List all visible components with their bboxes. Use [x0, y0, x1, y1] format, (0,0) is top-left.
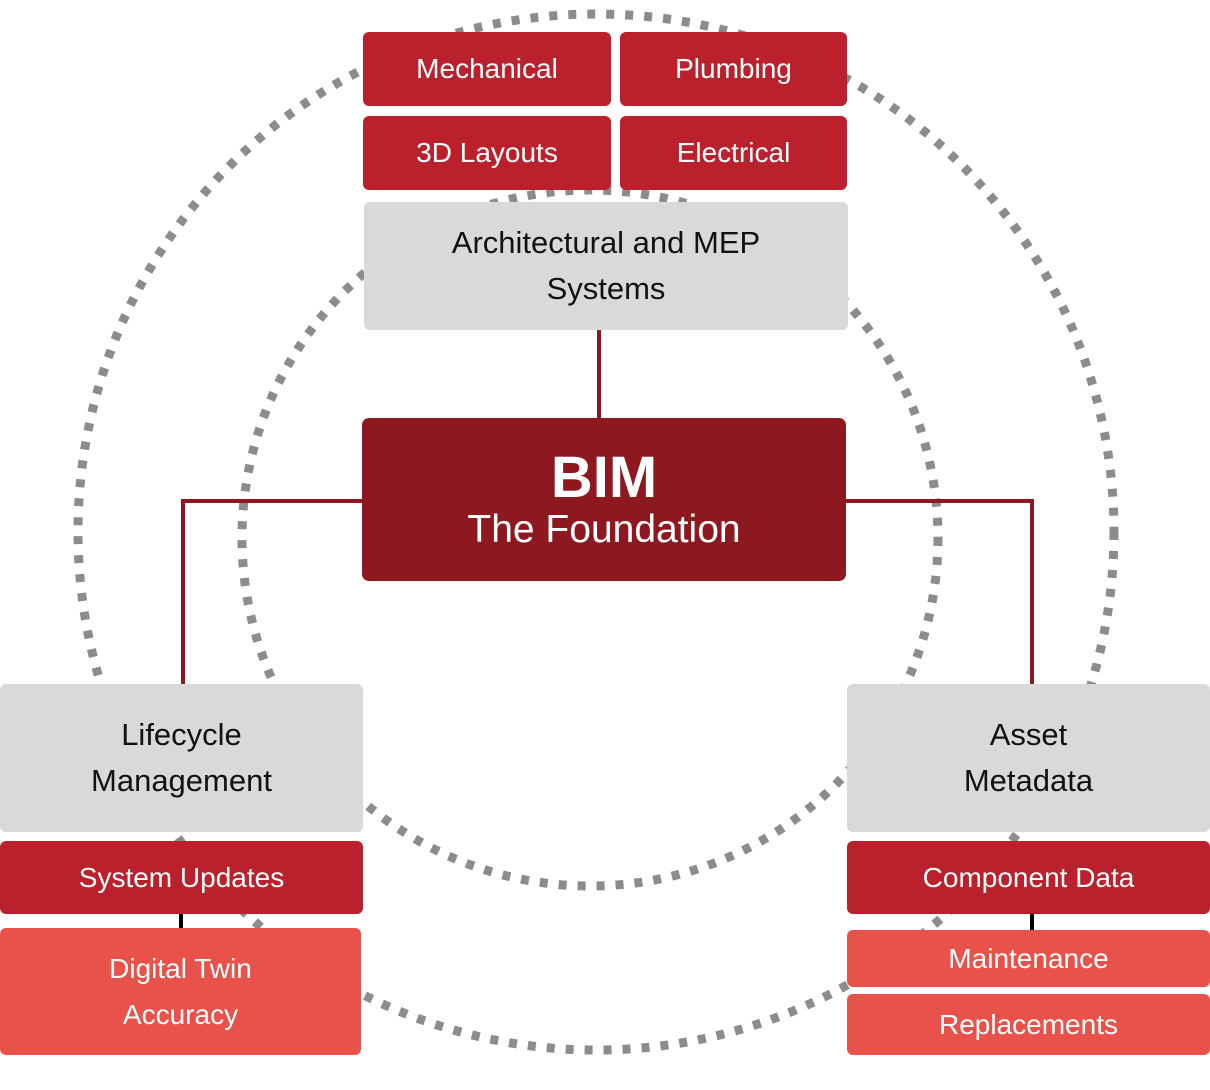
- item-system-updates: System Updates: [0, 841, 363, 914]
- hub-title: BIM: [550, 444, 658, 510]
- item-3d-layouts: 3D Layouts: [363, 116, 611, 190]
- heading-lifecycle-management: Lifecycle Management: [0, 684, 363, 832]
- connector-hub-to-left: [181, 499, 363, 685]
- hub-subtitle: The Foundation: [467, 507, 741, 551]
- heading-asset-metadata: Asset Metadata: [847, 684, 1210, 832]
- heading-lifecycle-management-label: Lifecycle Management: [91, 717, 272, 798]
- item-mechanical: Mechanical: [363, 32, 611, 106]
- heading-architectural-mep-label: Architectural and MEP Systems: [451, 225, 761, 306]
- item-replacements: Replacements: [847, 994, 1210, 1055]
- item-component-data: Component Data: [847, 841, 1210, 914]
- heading-architectural-mep: Architectural and MEP Systems: [364, 202, 848, 330]
- item-electrical: Electrical: [620, 116, 847, 190]
- hub-bim: BIM The Foundation: [362, 418, 846, 581]
- item-plumbing: Plumbing: [620, 32, 847, 106]
- item-digital-twin-accuracy-label: Digital Twin Accuracy: [109, 952, 252, 1030]
- item-maintenance: Maintenance: [847, 930, 1210, 987]
- inner-dotted-ring: [237, 185, 943, 891]
- heading-asset-metadata-label: Asset Metadata: [963, 717, 1094, 798]
- connector-hub-to-right: [845, 499, 1034, 685]
- item-digital-twin-accuracy: Digital Twin Accuracy: [0, 928, 361, 1055]
- outer-dotted-ring: [73, 9, 1119, 1055]
